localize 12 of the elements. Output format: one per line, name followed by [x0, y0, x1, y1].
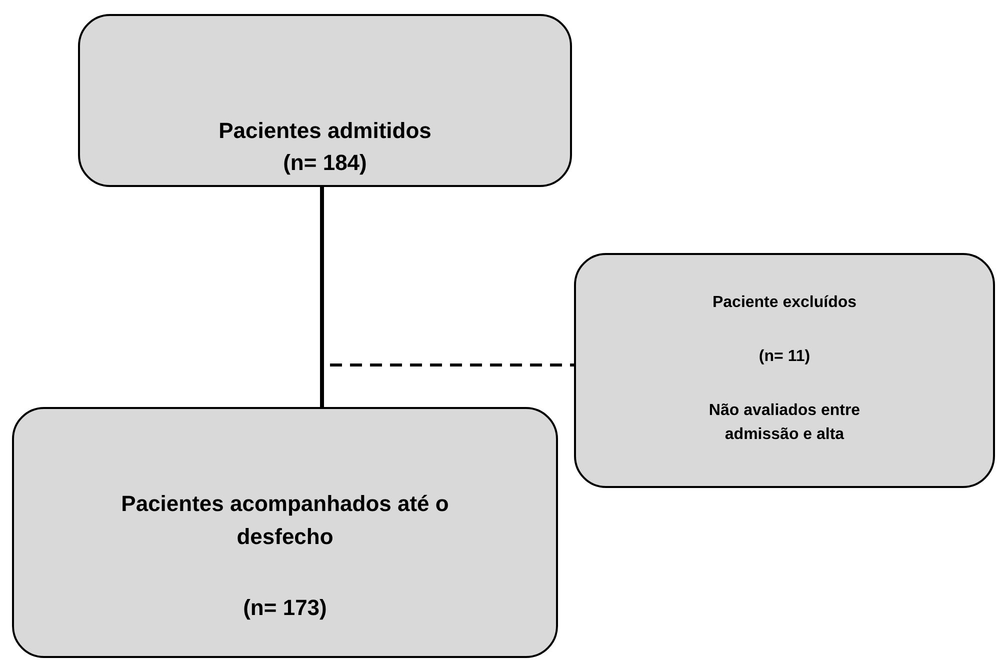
box-heading: Paciente excluídos — [712, 293, 857, 313]
box-text: (n= 173) — [243, 594, 327, 622]
box-heading: Pacientes acompanhados até o desfecho — [120, 490, 450, 551]
box-text: (n= 184) — [283, 150, 367, 177]
process-box — [12, 407, 558, 658]
connector-line — [320, 187, 324, 407]
process-box — [574, 253, 995, 488]
box-heading: Pacientes admitidos — [218, 118, 432, 144]
box-text: Não avaliados entre admissão e alta — [708, 401, 862, 445]
dashed-connector — [330, 364, 574, 366]
process-box — [78, 14, 572, 187]
box-text: (n= 11) — [758, 347, 810, 367]
